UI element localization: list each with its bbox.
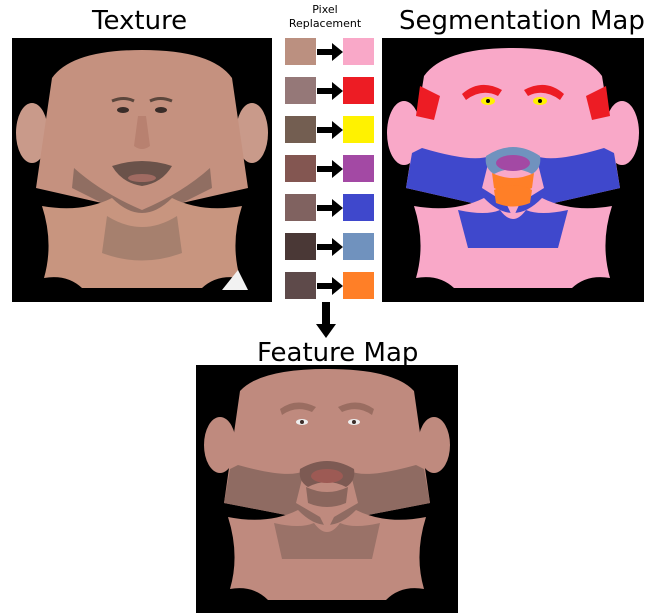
right-arrow-icon bbox=[317, 238, 343, 256]
right-arrow-icon bbox=[317, 277, 343, 295]
source-swatch-7 bbox=[285, 272, 316, 299]
source-swatch-1 bbox=[285, 38, 316, 65]
right-arrow-icon bbox=[317, 43, 343, 61]
target-swatch-red bbox=[343, 77, 374, 104]
target-swatch-orange bbox=[343, 272, 374, 299]
right-arrow-icon bbox=[317, 160, 343, 178]
feature-head bbox=[204, 369, 450, 531]
source-swatch-2 bbox=[285, 77, 316, 104]
segmentation-neck bbox=[414, 185, 612, 288]
feature-map-image bbox=[196, 365, 458, 613]
target-swatch-purple bbox=[343, 155, 374, 182]
source-swatch-6 bbox=[285, 233, 316, 260]
target-swatch-yellow bbox=[343, 116, 374, 143]
feature-map-title: Feature Map bbox=[257, 338, 418, 368]
texture-image bbox=[12, 38, 272, 302]
right-arrow-icon bbox=[317, 121, 343, 139]
source-swatch-5 bbox=[285, 194, 316, 221]
source-swatch-3 bbox=[285, 116, 316, 143]
pixel-replacement-label-line2: Replacement bbox=[285, 17, 365, 30]
source-swatch-4 bbox=[285, 155, 316, 182]
target-swatch-blue bbox=[343, 194, 374, 221]
target-swatch-pink bbox=[343, 38, 374, 65]
texture-head bbox=[16, 50, 268, 218]
segmentation-map-image bbox=[382, 38, 644, 302]
segmentation-title: Segmentation Map bbox=[399, 6, 645, 36]
pixel-replacement-label-line1: Pixel bbox=[296, 3, 354, 16]
pixel-replacement-table bbox=[276, 30, 380, 302]
texture-title: Texture bbox=[92, 6, 187, 36]
down-arrow-icon bbox=[316, 302, 336, 338]
target-swatch-light-blue bbox=[343, 233, 374, 260]
right-arrow-icon bbox=[317, 82, 343, 100]
right-arrow-icon bbox=[317, 199, 343, 217]
